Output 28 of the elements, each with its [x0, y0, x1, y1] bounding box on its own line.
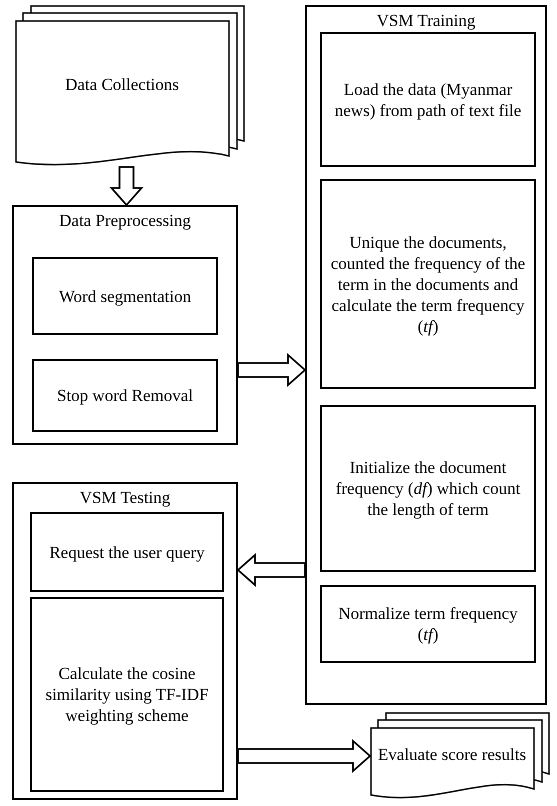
section-title: Data Preprocessing: [59, 211, 191, 231]
group-panel: [12, 205, 238, 445]
section-title: VSM Training: [376, 11, 476, 31]
process-text: Normalize term frequency (tf): [337, 603, 519, 645]
process-text: Calculate the cosine similarity using TF-IDF weighting scheme: [44, 663, 210, 726]
process-box: [30, 512, 224, 592]
process-box: [320, 32, 536, 167]
process-text: Word segmentation: [58, 286, 192, 306]
block-arrow: [237, 739, 372, 773]
section-title: VSM Testing: [80, 488, 170, 508]
process-text: Unique the documents, counted the frequency of the term in the documents and calculate the term frequency (tf): [330, 232, 526, 336]
process-box: [320, 585, 536, 663]
group-panel: [12, 482, 238, 800]
process-text: Initialize the document frequency (df) which count the length of term: [334, 457, 522, 520]
document-text: Evaluate score results: [378, 744, 526, 764]
process-box: [32, 359, 218, 432]
block-arrow: [110, 166, 144, 206]
process-box: [32, 257, 218, 335]
process-text: Stop word Removal: [57, 385, 193, 406]
process-box: [320, 405, 536, 572]
block-arrow: [237, 353, 306, 387]
document-text: Data Collections: [65, 74, 179, 94]
process-text: Load the data (Myanmar news) from path of text file: [334, 78, 522, 120]
process-box: [320, 179, 536, 389]
process-box: [30, 597, 224, 792]
process-text: Request the user query: [49, 542, 205, 562]
block-arrow: [236, 553, 306, 587]
group-panel: [305, 5, 547, 705]
